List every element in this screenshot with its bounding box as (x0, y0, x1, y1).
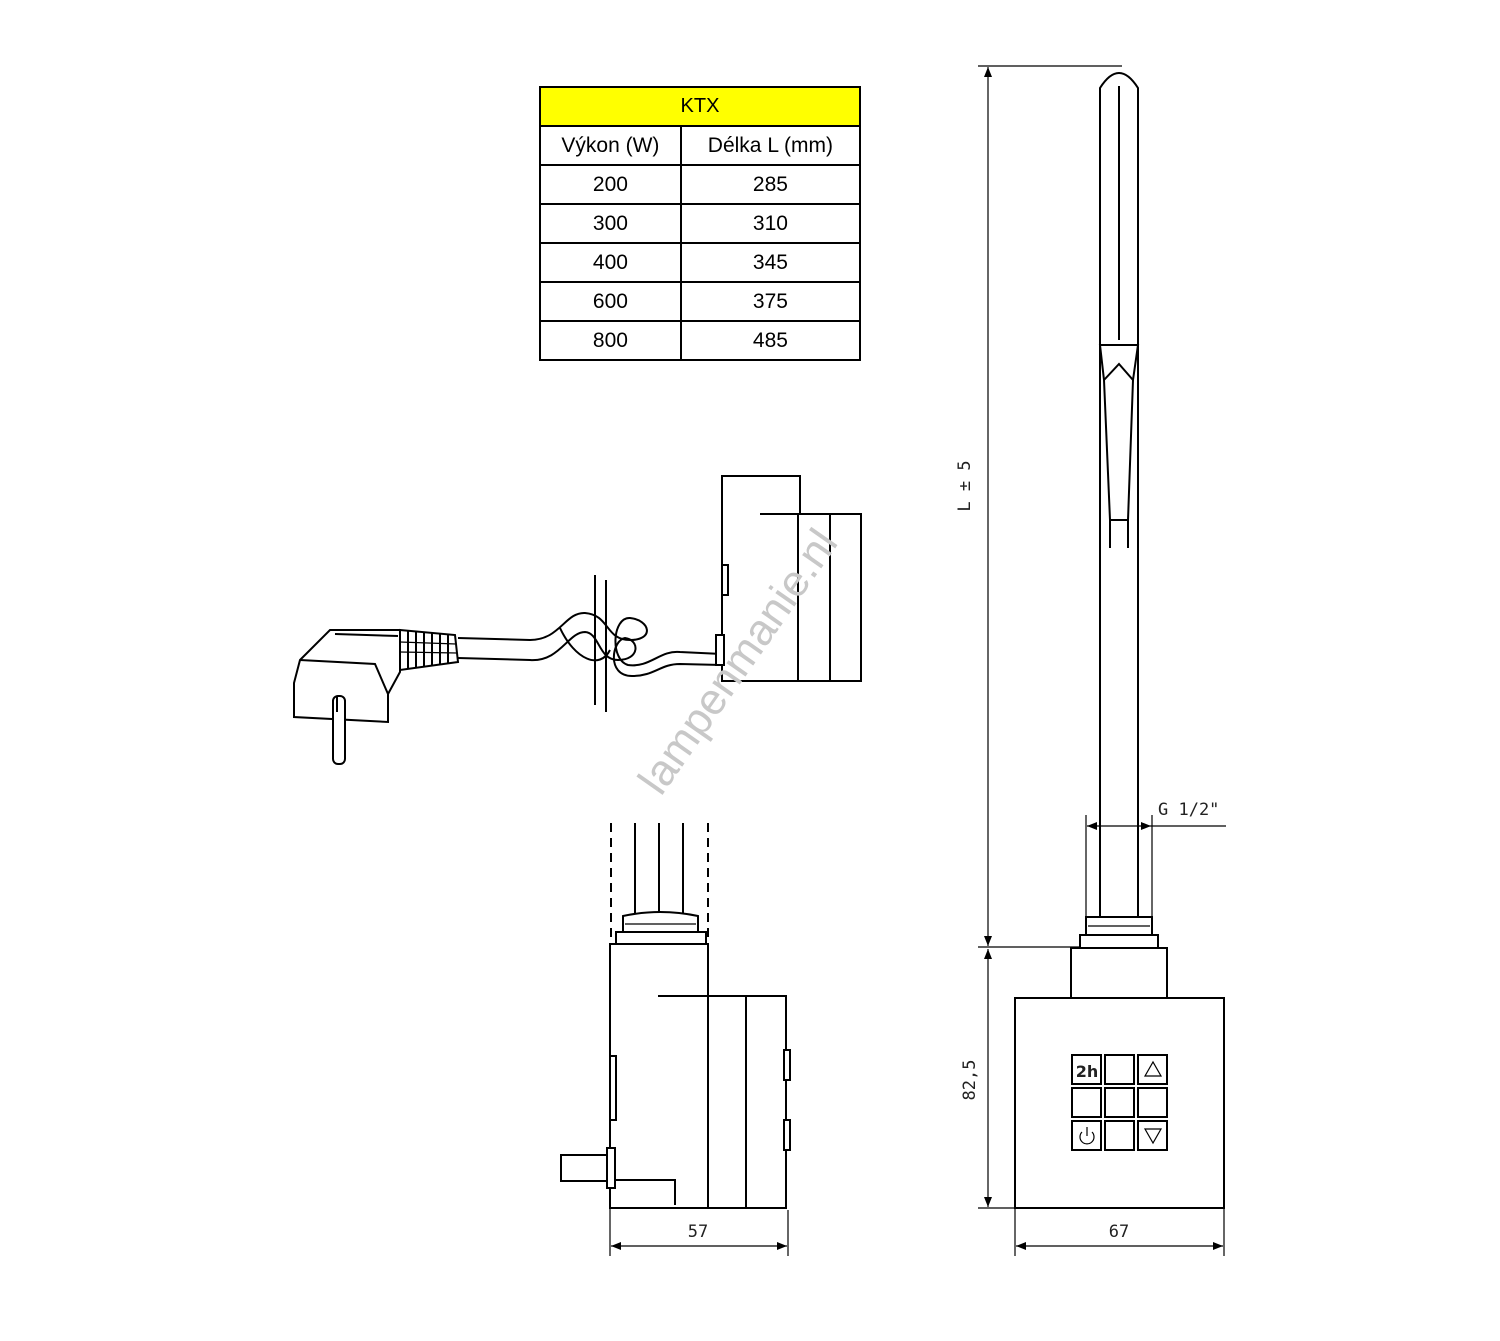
keypad-button[interactable] (1137, 1087, 1168, 1118)
cell-length: 375 (679, 281, 862, 322)
header-power: Výkon (W) (539, 125, 682, 166)
table-title: KTX (539, 86, 861, 127)
timer-button[interactable] (1071, 1054, 1102, 1085)
up-button[interactable] (1137, 1054, 1168, 1085)
dim-side-width: 57 (688, 1222, 708, 1242)
spec-table: KTX Výkon (W) Délka L (mm) 200 285 300 3… (539, 86, 862, 361)
cell-power: 200 (539, 164, 682, 205)
keypad-button[interactable] (1104, 1054, 1135, 1085)
down-button[interactable] (1137, 1120, 1168, 1151)
cell-length: 345 (679, 242, 862, 283)
cable (457, 575, 723, 712)
dim-thread: G 1/2" (1158, 800, 1219, 820)
table-row: 200 285 (539, 164, 862, 205)
keypad-button[interactable] (1104, 1087, 1135, 1118)
cell-power: 400 (539, 242, 682, 283)
cell-length: 310 (679, 203, 862, 244)
side-view: 57 (560, 823, 791, 1256)
keypad-button[interactable] (1071, 1087, 1102, 1118)
cell-length: 485 (679, 320, 862, 361)
dim-length: L ± 5 (955, 460, 975, 511)
power-button[interactable] (1071, 1120, 1102, 1151)
table-row: 300 310 (539, 203, 862, 244)
cell-power: 600 (539, 281, 682, 322)
front-view: 2h L ± 5 82,5 G 1/ (955, 65, 1226, 1256)
triangle-down-icon (1143, 1128, 1163, 1145)
control-keypad: 2h (1071, 1054, 1168, 1151)
keypad-button[interactable] (1104, 1120, 1135, 1151)
table-row: 400 345 (539, 242, 862, 283)
header-length: Délka L (mm) (679, 125, 862, 166)
dim-body-height: 82,5 (960, 1060, 980, 1101)
cell-length: 285 (679, 164, 862, 205)
table-row: 800 485 (539, 320, 862, 361)
power-icon (1079, 1127, 1095, 1145)
cell-power: 300 (539, 203, 682, 244)
plug-assembly (293, 628, 460, 765)
controller-top-view (715, 475, 862, 682)
timer-label: 2h (1076, 1062, 1099, 1081)
table-row: 600 375 (539, 281, 862, 322)
cell-power: 800 (539, 320, 682, 361)
dim-front-width: 67 (1109, 1222, 1129, 1242)
triangle-up-icon (1143, 1060, 1163, 1077)
